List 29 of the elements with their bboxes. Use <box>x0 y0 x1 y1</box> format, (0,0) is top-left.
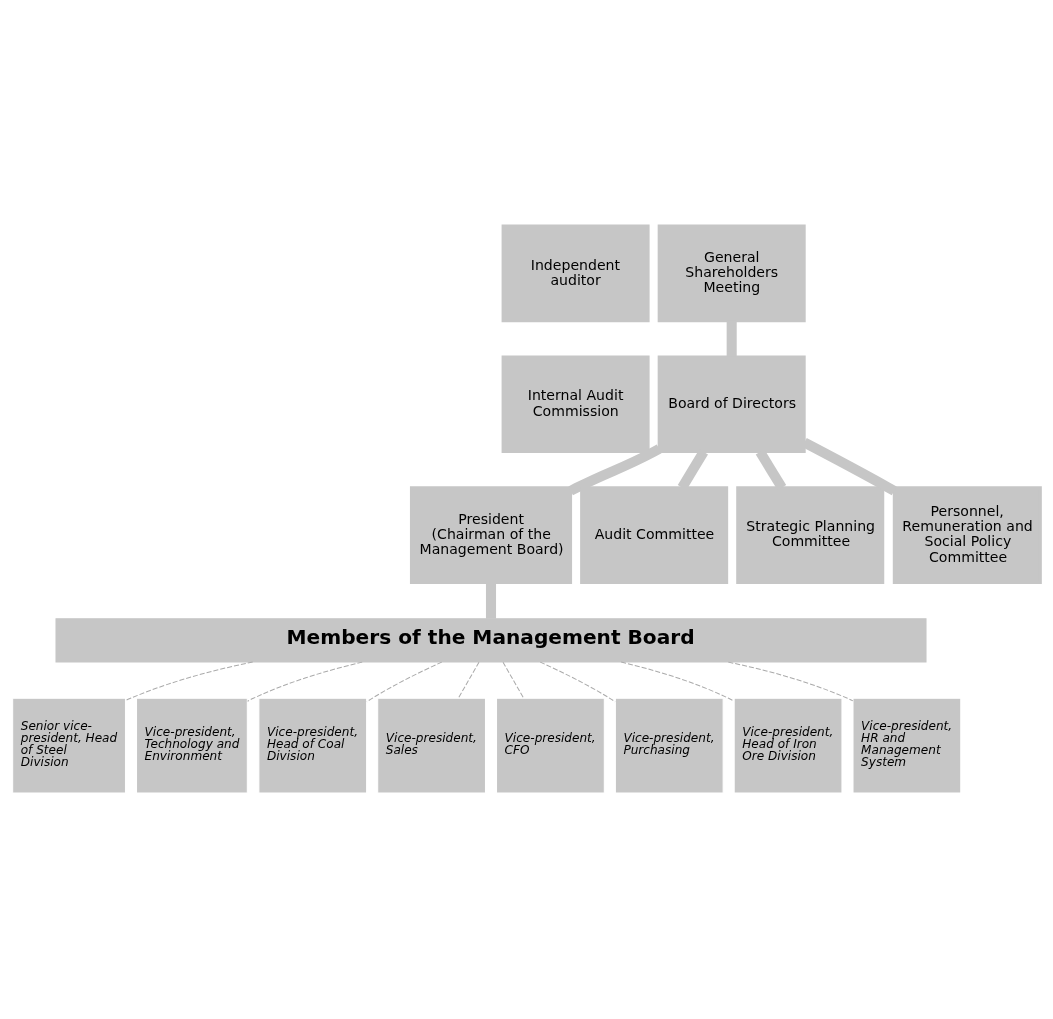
node-box: Senior vice-president, Head of Steel Division <box>12 697 126 794</box>
node-box: Internal Audit Commission <box>501 355 650 454</box>
node-box: President (Chairman of the Management Board) <box>409 486 573 584</box>
node-box: Board of Directors <box>657 355 806 454</box>
node-box: Vice-president, Head of Iron Ore Division <box>733 697 843 794</box>
node-box: Members of the Management Board <box>55 618 927 663</box>
connector <box>125 661 254 701</box>
connector <box>568 444 662 496</box>
connector <box>485 582 497 619</box>
connector <box>502 661 525 699</box>
node-box: Audit Committee <box>580 486 729 584</box>
node-box: Vice-president, HR and Management System <box>852 697 962 794</box>
node-box: Strategic Planning Committee <box>736 486 885 584</box>
node-box: Vice-president, Technology and Environment <box>136 697 248 794</box>
node-box: Vice-president, CFO <box>496 697 605 794</box>
node-box: General Shareholders Meeting <box>657 224 806 323</box>
connector <box>620 661 735 702</box>
node-box: Vice-president, Purchasing <box>614 697 724 794</box>
node-box: Vice-president, Head of Coal Division <box>258 697 368 794</box>
node-box: Vice-president, Sales <box>377 697 486 794</box>
node-box: Personnel, Remuneration and Social Policy Committee <box>892 486 1042 584</box>
connector <box>366 661 443 703</box>
connector <box>457 661 480 699</box>
connector <box>247 661 363 702</box>
connector <box>802 438 897 496</box>
connector <box>727 661 854 702</box>
connector <box>726 320 737 357</box>
node-box: Independent auditor <box>501 224 650 323</box>
connector <box>539 661 616 703</box>
